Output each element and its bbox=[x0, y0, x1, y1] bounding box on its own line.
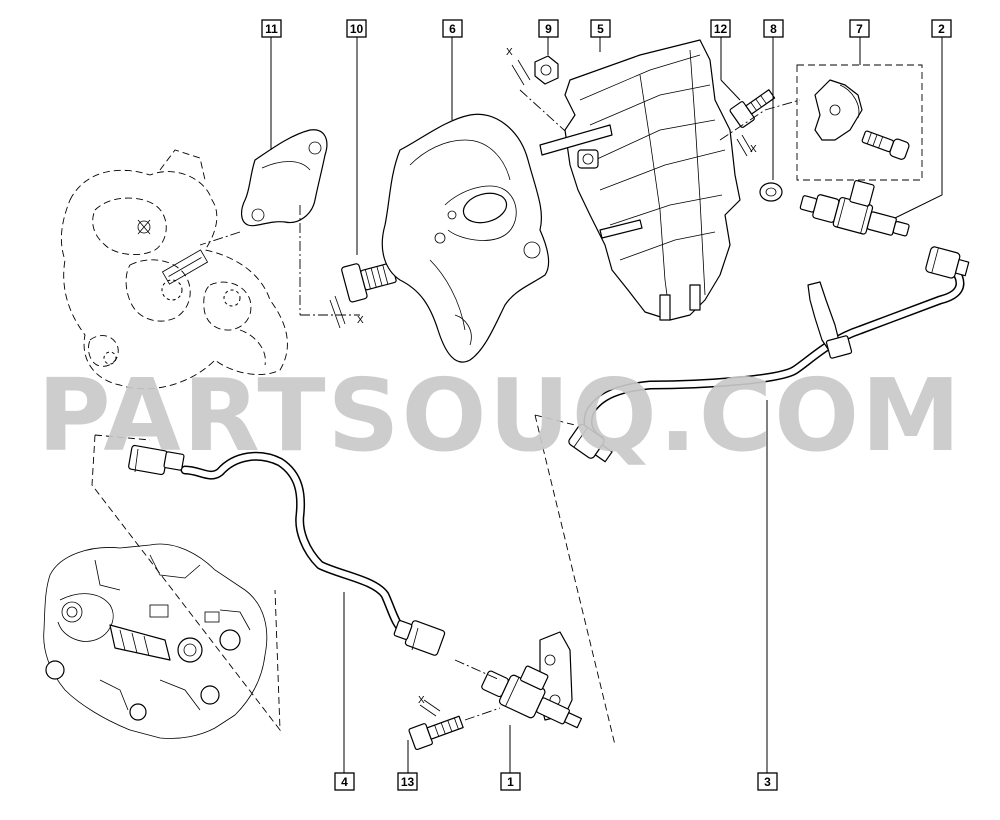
part-6-heat-shield bbox=[381, 113, 550, 363]
callout-12[interactable]: 12 bbox=[710, 19, 731, 38]
callout-6-label: 6 bbox=[449, 22, 456, 36]
fuel-pump-assembly bbox=[43, 434, 281, 739]
callout-3-label: 3 bbox=[764, 775, 771, 789]
part-13-bolt bbox=[408, 699, 501, 751]
callout-1[interactable]: 1 bbox=[500, 772, 521, 791]
callout-12-label: 12 bbox=[714, 22, 728, 36]
dimension-mark-x-10: X bbox=[357, 315, 364, 326]
part-12-bolt bbox=[719, 89, 801, 157]
callout-5-label: 5 bbox=[597, 22, 604, 36]
part-9-nut bbox=[511, 55, 576, 141]
part-3-fuel-pipe bbox=[568, 246, 970, 463]
part-4-fuel-pipe bbox=[128, 444, 446, 656]
callout-9-label: 9 bbox=[545, 22, 552, 36]
callout-4-label: 4 bbox=[341, 775, 348, 789]
part-5-bracket bbox=[539, 39, 741, 321]
watermark-text: PARTSOUQ.COM bbox=[37, 357, 962, 474]
dimension-mark-x-12: X bbox=[750, 144, 757, 155]
engine-block-outline bbox=[60, 149, 288, 390]
leader-lines bbox=[270, 37, 943, 773]
callout-7-label: 7 bbox=[856, 22, 863, 36]
callout-6[interactable]: 6 bbox=[442, 19, 463, 38]
callout-4[interactable]: 4 bbox=[334, 772, 355, 791]
dimension-mark-x-9: X bbox=[506, 47, 513, 58]
dimension-mark-x-13: X bbox=[418, 695, 425, 706]
callout-13[interactable]: 13 bbox=[397, 772, 418, 791]
callout-5[interactable]: 5 bbox=[590, 19, 611, 38]
part-10-stud bbox=[329, 262, 397, 329]
callout-10-label: 10 bbox=[350, 22, 364, 36]
callout-2-label: 2 bbox=[938, 22, 945, 36]
callout-8-label: 8 bbox=[770, 22, 777, 36]
part-7-clamp-kit bbox=[796, 64, 923, 181]
callout-13-label: 13 bbox=[401, 775, 415, 789]
callout-2[interactable]: 2 bbox=[931, 19, 952, 38]
callout-10[interactable]: 10 bbox=[346, 19, 367, 38]
callout-1-label: 1 bbox=[507, 775, 514, 789]
part-1-sensor bbox=[454, 631, 583, 729]
part-8-washer bbox=[759, 182, 783, 202]
callout-9[interactable]: 9 bbox=[538, 19, 559, 38]
part-2-injector bbox=[799, 180, 910, 237]
callout-11-label: 11 bbox=[265, 22, 278, 36]
axis-line-11c bbox=[199, 231, 241, 246]
callout-11[interactable]: 11 bbox=[261, 19, 282, 38]
callout-3[interactable]: 3 bbox=[757, 772, 778, 791]
callout-8[interactable]: 8 bbox=[763, 19, 784, 38]
dashed-boundary-1 bbox=[534, 414, 616, 746]
part-11-gasket-plate bbox=[241, 129, 328, 227]
callout-7[interactable]: 7 bbox=[849, 19, 870, 38]
